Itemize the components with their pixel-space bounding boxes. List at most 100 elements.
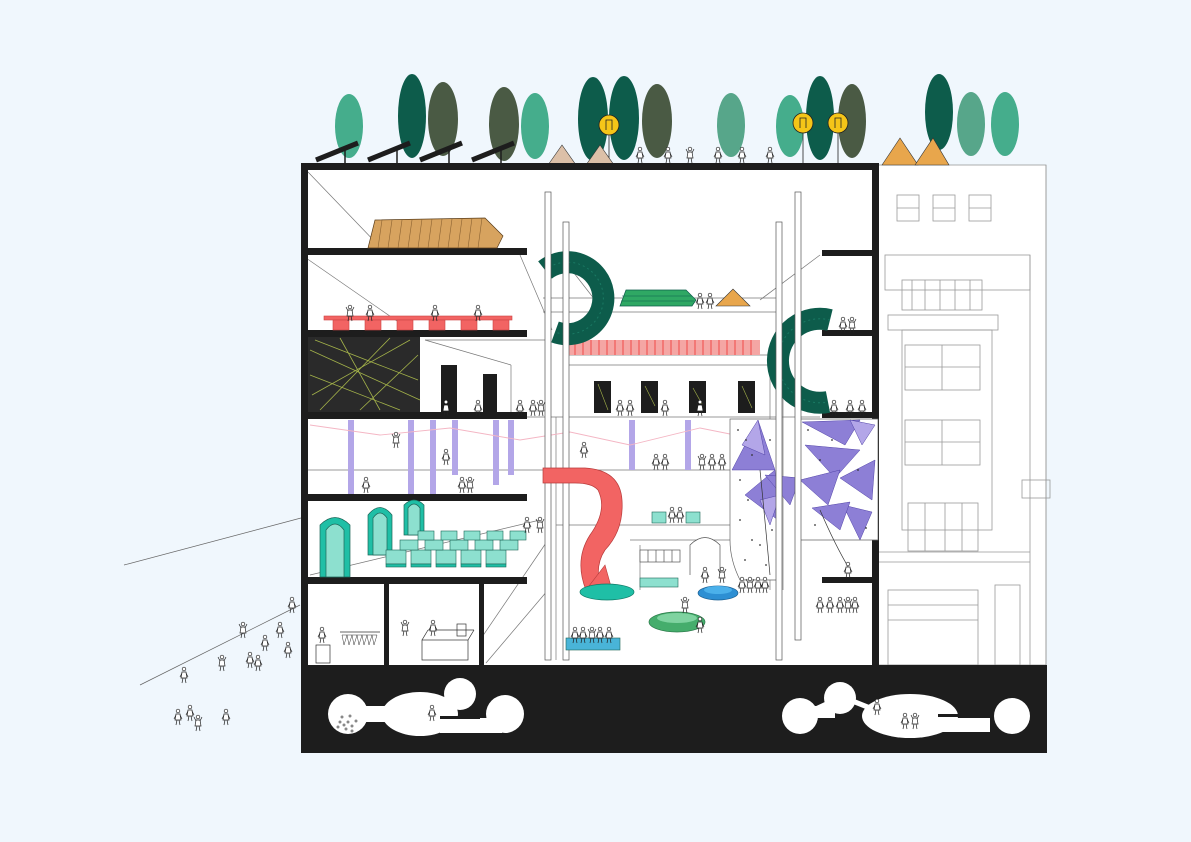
red-balustrade xyxy=(568,340,760,355)
person-figure xyxy=(522,516,532,534)
person-figure xyxy=(287,596,297,614)
person-figure xyxy=(473,399,483,417)
vertical-poles xyxy=(544,191,802,661)
solar-panels xyxy=(315,140,515,165)
person-figure xyxy=(850,596,860,614)
laser-room xyxy=(308,337,497,412)
neighbour-building xyxy=(877,164,1051,666)
person-figure xyxy=(635,146,645,164)
person-figure xyxy=(427,704,437,722)
person-figure xyxy=(578,626,588,644)
person-figure xyxy=(705,292,715,310)
person-figure xyxy=(667,506,677,524)
lavender-columns xyxy=(348,420,691,494)
person-figure xyxy=(760,576,770,594)
basement xyxy=(301,665,1047,753)
person-figure xyxy=(604,626,614,644)
wood-pavilion xyxy=(367,217,504,249)
person-figure xyxy=(660,453,670,471)
person-figure xyxy=(753,576,763,594)
teal-arches xyxy=(319,499,425,578)
people-figures xyxy=(173,146,920,732)
person-figure xyxy=(857,399,867,417)
person-figure xyxy=(317,626,327,644)
person-figure xyxy=(528,399,538,417)
person-figure xyxy=(717,566,727,584)
person-figure xyxy=(441,399,451,417)
person-figure xyxy=(675,506,685,524)
person-figure xyxy=(737,576,747,594)
person-figure xyxy=(245,651,255,669)
person-figure xyxy=(872,698,882,716)
clothing-rack xyxy=(341,634,378,646)
person-figure xyxy=(535,516,545,534)
person-figure xyxy=(515,399,525,417)
person-figure xyxy=(825,596,835,614)
person-figure xyxy=(700,566,710,584)
arch-window xyxy=(639,537,721,575)
person-figure xyxy=(697,453,707,471)
person-figure xyxy=(695,292,705,310)
person-figure xyxy=(695,399,705,417)
person-figure xyxy=(835,596,845,614)
person-figure xyxy=(457,476,467,494)
person-figure xyxy=(400,619,410,637)
person-figure xyxy=(217,654,227,672)
person-figure xyxy=(615,399,625,417)
person-figure xyxy=(441,448,451,466)
person-figure xyxy=(587,626,597,644)
person-figure xyxy=(260,634,270,652)
person-figure xyxy=(283,641,293,659)
person-figure xyxy=(345,304,355,322)
teal-boxes xyxy=(385,511,701,651)
striped-balcony xyxy=(323,315,513,331)
person-figure xyxy=(843,596,853,614)
person-figure xyxy=(838,316,848,334)
rooftop-trees xyxy=(335,74,1019,161)
person-figure xyxy=(829,399,839,417)
person-figure xyxy=(713,146,723,164)
person-figure xyxy=(253,654,263,672)
person-figure xyxy=(428,619,438,637)
pools xyxy=(579,583,739,633)
person-figure xyxy=(361,476,371,494)
person-figure xyxy=(238,621,248,639)
person-figure xyxy=(717,453,727,471)
green-pavilion xyxy=(619,288,751,307)
person-figure xyxy=(707,453,717,471)
person-figure xyxy=(651,453,661,471)
person-figure xyxy=(473,304,483,322)
person-figure xyxy=(595,626,605,644)
person-figure xyxy=(536,399,546,417)
person-figure xyxy=(625,399,635,417)
person-figure xyxy=(465,476,475,494)
person-figure xyxy=(570,626,580,644)
person-figure xyxy=(579,441,589,459)
person-figure xyxy=(179,666,189,684)
person-figure xyxy=(815,596,825,614)
ground-floor-fixtures xyxy=(315,623,475,664)
person-figure xyxy=(193,714,203,732)
person-figure xyxy=(695,616,705,634)
person-figure xyxy=(900,712,910,730)
person-figure xyxy=(737,146,747,164)
person-figure xyxy=(843,561,853,579)
person-figure xyxy=(685,146,695,164)
person-figure xyxy=(910,712,920,730)
person-figure xyxy=(847,316,857,334)
person-figure xyxy=(275,621,285,639)
person-figure xyxy=(391,431,401,449)
person-figure xyxy=(660,399,670,417)
rooftop-huts xyxy=(547,137,950,166)
person-figure xyxy=(765,146,775,164)
person-figure xyxy=(173,708,183,726)
person-figure xyxy=(365,304,375,322)
person-figure xyxy=(430,304,440,322)
person-figure xyxy=(745,576,755,594)
exterior-lines xyxy=(123,517,302,686)
person-figure xyxy=(680,596,690,614)
person-figure xyxy=(663,146,673,164)
person-figure xyxy=(185,704,195,722)
